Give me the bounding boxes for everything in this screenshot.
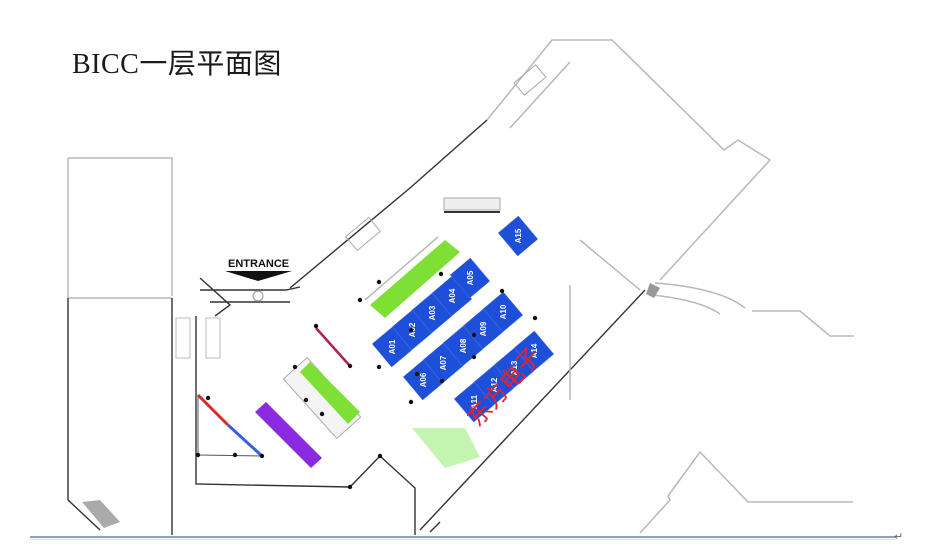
- elevator-left: [175, 317, 191, 359]
- entrance-vestibule: [199, 277, 232, 317]
- page-title: BICC一层平面图: [72, 49, 282, 80]
- column-dot: [259, 453, 265, 459]
- column-dot: [347, 363, 353, 369]
- info-counter: [315, 327, 351, 367]
- booth-label: A13: [510, 360, 519, 375]
- column-dot: [376, 364, 382, 370]
- structural-columns: [195, 271, 538, 490]
- entrance-label: ENTRANCE: [228, 258, 289, 270]
- column-dot: [377, 453, 383, 459]
- booths-green-top: [364, 236, 460, 318]
- paragraph-mark-icon: ↵: [894, 530, 904, 543]
- booth-a14: A14: [513, 330, 555, 372]
- booth-block: [482, 291, 524, 333]
- booth-label: A09: [479, 321, 488, 336]
- green-booth-row-top: [370, 240, 460, 318]
- column-dot: [499, 288, 505, 294]
- column-dot: [357, 297, 363, 303]
- left-lower-wall: [67, 298, 101, 531]
- column-dot: [195, 452, 201, 458]
- column-dot: [319, 411, 325, 417]
- column-dot: [532, 315, 538, 321]
- elevator-right: [205, 317, 221, 359]
- green-booth-row-mid: [300, 362, 360, 424]
- main-hall-bottom-wall: [195, 316, 416, 535]
- green-row-back-wall: [364, 236, 439, 301]
- right-connector: [579, 239, 641, 291]
- right-diagonal-wall: [419, 289, 646, 531]
- column-dot: [471, 354, 477, 360]
- purple-booth-row: [255, 402, 322, 468]
- booth-label: A05: [466, 270, 475, 285]
- column-dot: [313, 323, 319, 329]
- column-dot: [408, 327, 414, 333]
- walkway-curve-bottom: [651, 294, 721, 315]
- booth-label: A03: [428, 305, 437, 320]
- booth-label: A10: [499, 304, 508, 319]
- booth-label: A12: [490, 377, 499, 392]
- revolving-door-icon: [252, 290, 264, 302]
- entrance-arrow-icon: [225, 271, 292, 281]
- entrance-wall-top: [200, 286, 301, 291]
- booth-label: A11: [470, 394, 479, 409]
- stair-top-center: [443, 197, 501, 211]
- walkway-curve-top: [654, 282, 746, 309]
- column-dot: [439, 378, 445, 384]
- left-block-wall: [68, 157, 173, 296]
- booth-label: A06: [419, 372, 428, 387]
- booths-blue: A01A02A03A04A05A06A07A08A09A10A11A12A13A…: [371, 215, 555, 423]
- left-ramp: [82, 500, 120, 528]
- column-dot: [376, 279, 382, 285]
- entrance: ENTRANCE: [199, 258, 301, 317]
- escalator: [282, 356, 362, 440]
- booth-block: [449, 257, 491, 299]
- column-dot: [347, 484, 353, 490]
- booth-a10: A10: [482, 291, 524, 333]
- building-outline: [67, 39, 854, 535]
- booth-label: A14: [530, 343, 539, 358]
- booth-a15: A15: [497, 215, 539, 257]
- left-block-divider: [67, 158, 172, 299]
- column-dot: [232, 452, 238, 458]
- restroom-area: [412, 428, 480, 468]
- column-dot: [438, 271, 444, 277]
- booths-green-mid: [300, 362, 360, 424]
- stair-upper-left: [345, 216, 381, 252]
- booth-a05: A05: [449, 257, 491, 299]
- column-dot: [205, 395, 211, 401]
- service-desk-counter: [196, 393, 230, 427]
- walkway-stairs: [752, 310, 854, 337]
- booth-label: A01: [388, 339, 397, 354]
- ad-screen-counter: [226, 423, 264, 458]
- booth-block: [513, 330, 555, 372]
- booth-label: A04: [448, 288, 457, 303]
- stairs: [175, 64, 547, 440]
- main-diagonal-wall: [289, 119, 488, 289]
- booth-label: A07: [439, 355, 448, 370]
- booths-purple: [255, 402, 322, 468]
- column-dot: [292, 364, 298, 370]
- walkway-pillar: [646, 283, 660, 298]
- column-dot: [303, 397, 309, 403]
- bottom-right-wall: [639, 450, 853, 534]
- bottom-stair-mark: [429, 521, 441, 533]
- upper-inner-wall: [509, 61, 571, 129]
- document-footer-rule: [30, 536, 896, 538]
- stair-upper-right: [513, 64, 547, 96]
- booth-label: A08: [459, 338, 468, 353]
- upper-hall-outline: [486, 39, 772, 281]
- column-dot: [408, 399, 414, 405]
- document-footer-rule-light: [30, 539, 896, 540]
- booth-label: A15: [514, 228, 523, 243]
- column-dot: [471, 332, 477, 338]
- booth-block: [497, 215, 539, 257]
- column-dot: [414, 371, 420, 377]
